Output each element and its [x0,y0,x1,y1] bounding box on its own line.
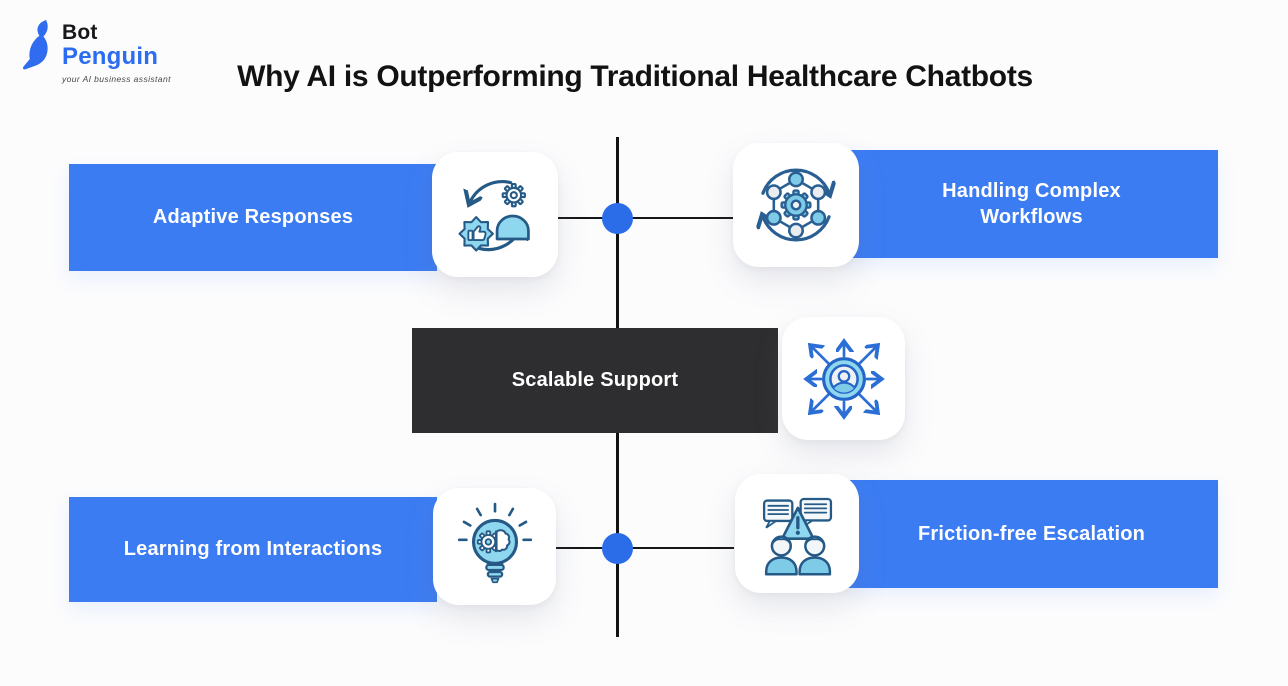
lightbulb-brain-gear-icon [457,502,532,583]
logo-tagline: your AI business assistant [62,74,171,84]
people-chat-alert-icon [762,497,833,575]
label-box-scalable-support: Scalable Support [412,328,778,433]
scale-out-user-icon [797,332,891,426]
workflow-network-icon [748,168,844,242]
label-handling-complex-workflows: Handling Complex Workflows [942,180,1121,228]
logo-word-bot: Bot [62,21,98,44]
botpenguin-logo: Bot Penguin your AI business assistant [18,12,171,84]
label-adaptive-responses: Adaptive Responses [152,206,354,228]
label-scalable-support: Scalable Support [511,369,679,391]
icon-card-friction-free-escalation [735,474,859,593]
connector-line-bottom [556,546,734,549]
label-box-handling-complex-workflows: Handling Complex Workflows [845,150,1218,258]
penguin-icon [22,19,48,70]
icon-card-adaptive-responses [432,152,558,277]
node-dot-bottom [602,532,633,564]
node-dot-top [602,202,633,234]
label-box-learning-from-interactions: Learning from Interactions [69,497,437,602]
connector-line-top [556,216,734,219]
icon-card-learning-from-interactions [433,488,556,605]
sync-gear-user-icon [458,179,530,252]
label-friction-free-escalation: Friction-free Escalation [917,522,1146,545]
label-box-adaptive-responses: Adaptive Responses [69,164,437,271]
logo-word-penguin: Penguin [62,43,159,70]
label-box-friction-free-escalation: Friction-free Escalation [845,480,1218,588]
icon-card-handling-complex-workflows [733,143,859,267]
page-title: Why AI is Outperforming Traditional Heal… [237,60,1033,93]
label-learning-from-interactions: Learning from Interactions [123,538,383,560]
icon-card-scalable-support [782,317,905,440]
